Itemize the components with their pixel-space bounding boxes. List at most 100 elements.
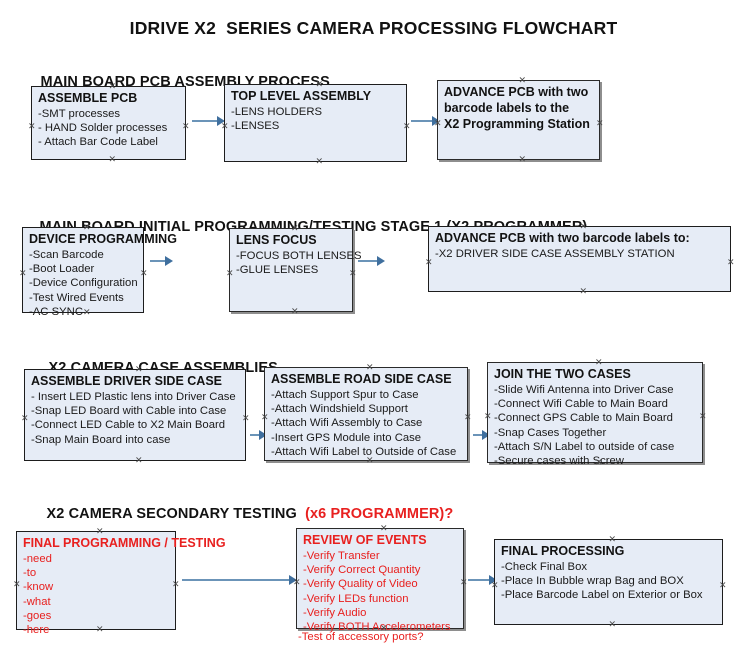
connector-handle-top[interactable] (291, 225, 298, 232)
node-line: -Verify Correct Quantity (303, 564, 421, 577)
node-advance-pcb-programming-station[interactable]: ADVANCE PCB with two barcode labels to t… (437, 80, 600, 160)
connector-handle-bottom[interactable] (316, 158, 323, 165)
connector-handle-right[interactable] (349, 270, 356, 277)
node-line: -LENS HOLDERS (231, 106, 323, 118)
connector-handle-left[interactable] (28, 123, 35, 130)
connector-handle-right[interactable] (719, 582, 726, 589)
node-line: -Attach Support Spur to Case (271, 389, 419, 401)
node-line: -to (23, 567, 37, 580)
connector-handle-top[interactable] (595, 359, 602, 366)
connector-handle-bottom[interactable] (291, 308, 298, 315)
node-line: -X2 DRIVER SIDE CASE ASSEMBLY STATION (435, 248, 675, 260)
node-line: -GLUE LENSES (236, 264, 319, 277)
node-assemble-road-side-case[interactable]: ASSEMBLE ROAD SIDE CASE -Attach Support … (264, 367, 468, 461)
node-line: -Verify Quality of Video (303, 578, 418, 591)
node-line: -Verify BOTH Accelerometers (303, 621, 451, 634)
connector-handle-top[interactable] (316, 81, 323, 88)
node-assemble-pcb[interactable]: ASSEMBLE PCB -SMT processes - HAND Solde… (31, 86, 186, 160)
arrow-road-side-to-join-cases (473, 430, 490, 440)
connector-handle-bottom[interactable] (595, 459, 602, 466)
node-title-line: ADVANCE PCB with two (444, 85, 589, 99)
connector-handle-left[interactable] (425, 259, 432, 266)
connector-handle-top[interactable] (519, 77, 526, 84)
node-line: -AC SYNC (29, 305, 83, 318)
arrow-review-of-events-to-final-processing (468, 575, 497, 585)
node-assemble-driver-side-case[interactable]: ASSEMBLE DRIVER SIDE CASE - Insert LED P… (24, 369, 246, 461)
connector-handle-right[interactable] (403, 123, 410, 130)
arrow-assemble-pcb-to-top-level-assembly (192, 116, 225, 126)
connector-handle-bottom[interactable] (109, 156, 116, 163)
node-line: -Attach Wifi Assembly to Case (271, 417, 423, 430)
connector-handle-top[interactable] (380, 525, 387, 532)
connector-handle-right[interactable] (464, 414, 471, 421)
connector-handle-right[interactable] (182, 123, 189, 130)
node-title-line: X2 Programming Station (444, 117, 590, 131)
connector-handle-top[interactable] (366, 364, 373, 371)
connector-handle-left[interactable] (21, 415, 28, 422)
node-line: -Insert GPS Module into Case (271, 431, 422, 444)
node-title: REVIEW OF EVENTS (303, 533, 427, 547)
node-line: -FOCUS BOTH LENSES (236, 250, 362, 262)
node-line: -Verify Audio (303, 606, 367, 619)
node-line: - Insert LED Plastic lens into Driver Ca… (31, 391, 236, 403)
connector-handle-bottom[interactable] (609, 621, 616, 628)
node-join-the-two-cases[interactable]: JOIN THE TWO CASES -Slide Wifi Antenna i… (484, 359, 706, 467)
connector-handle-right[interactable] (699, 413, 706, 420)
connector-handle-left[interactable] (491, 582, 498, 589)
node-review-of-events[interactable]: REVIEW OF EVENTS -Verify Transfer -Verif… (293, 525, 467, 633)
connector-handle-top[interactable] (580, 223, 587, 230)
node-line: -Connect Wifi Cable to Main Board (494, 398, 668, 411)
node-line: -Snap LED Board with Cable into Case (31, 405, 227, 418)
connector-handle-right[interactable] (140, 270, 147, 277)
connector-handle-right[interactable] (596, 120, 603, 127)
connector-handle-left[interactable] (226, 270, 233, 277)
node-title-line: barcode labels to the (444, 101, 570, 115)
node-device-programming[interactable]: DEVICE PROGRAMMING -Scan Barcode -Boot L… (19, 224, 177, 318)
node-line: -SMT processes (38, 108, 121, 120)
connector-handle-left[interactable] (19, 270, 26, 277)
node-line: -Check Final Box (501, 561, 588, 573)
document-title: IDRIVE X2 SERIES CAMERA PROCESSING FLOWC… (129, 18, 618, 38)
connector-handle-left[interactable] (221, 123, 228, 130)
node-title: FINAL PROCESSING (501, 544, 625, 558)
connector-handle-left[interactable] (13, 581, 20, 588)
arrow-lens-focus-to-advance-pcb-driver-side (358, 256, 385, 266)
connector-handle-left[interactable] (484, 413, 491, 420)
connector-handle-left[interactable] (434, 120, 441, 127)
connector-handle-right[interactable] (727, 259, 734, 266)
connector-handle-top[interactable] (109, 83, 116, 90)
connector-handle-bottom[interactable] (366, 457, 373, 464)
node-line: -LENSES (231, 120, 280, 133)
connector-handle-left[interactable] (293, 579, 300, 586)
connector-handle-top[interactable] (609, 536, 616, 543)
node-top-level-assembly[interactable]: TOP LEVEL ASSEMBLY -LENS HOLDERS -LENSES (224, 84, 407, 162)
connector-handle-right[interactable] (172, 581, 179, 588)
node-line: -Attach Wifi Label to Outside of Case (271, 445, 457, 458)
node-title: JOIN THE TWO CASES (494, 367, 631, 381)
connector-handle-top[interactable] (135, 366, 142, 373)
connector-handle-right[interactable] (460, 579, 467, 586)
connector-handle-right[interactable] (242, 415, 249, 422)
node-line: -Attach Windshield Support (271, 403, 408, 416)
node-title: ASSEMBLE ROAD SIDE CASE (271, 372, 452, 386)
arrow-driver-side-to-road-side (250, 430, 267, 440)
connector-handle-bottom[interactable] (83, 309, 90, 316)
node-line: -know (23, 581, 54, 594)
node-title: ADVANCE PCB with two barcode labels to: (435, 231, 690, 245)
node-lens-focus[interactable]: LENS FOCUS -FOCUS BOTH LENSES -GLUE LENS… (226, 225, 362, 315)
connector-handle-bottom[interactable] (135, 457, 142, 464)
node-final-processing[interactable]: FINAL PROCESSING -Check Final Box -Place… (494, 539, 723, 625)
connector-handle-left[interactable] (261, 414, 268, 421)
connector-handle-top[interactable] (83, 224, 90, 231)
connector-handle-top[interactable] (96, 528, 103, 535)
connector-handle-bottom[interactable] (580, 288, 587, 295)
node-line: -Snap Cases Together (494, 426, 607, 439)
connector-handle-bottom[interactable] (519, 156, 526, 163)
connector-handle-bottom[interactable] (96, 626, 103, 633)
node-line: -Verify Transfer (303, 550, 380, 562)
node-advance-pcb-driver-side-case[interactable]: ADVANCE PCB with two barcode labels to: … (428, 226, 731, 292)
node-final-programming-testing[interactable]: FINAL PROGRAMMING / TESTING -need -to -k… (13, 528, 226, 636)
node-line: -Place In Bubble wrap Bag and BOX (501, 575, 684, 588)
node-line: -Scan Barcode (29, 249, 104, 261)
